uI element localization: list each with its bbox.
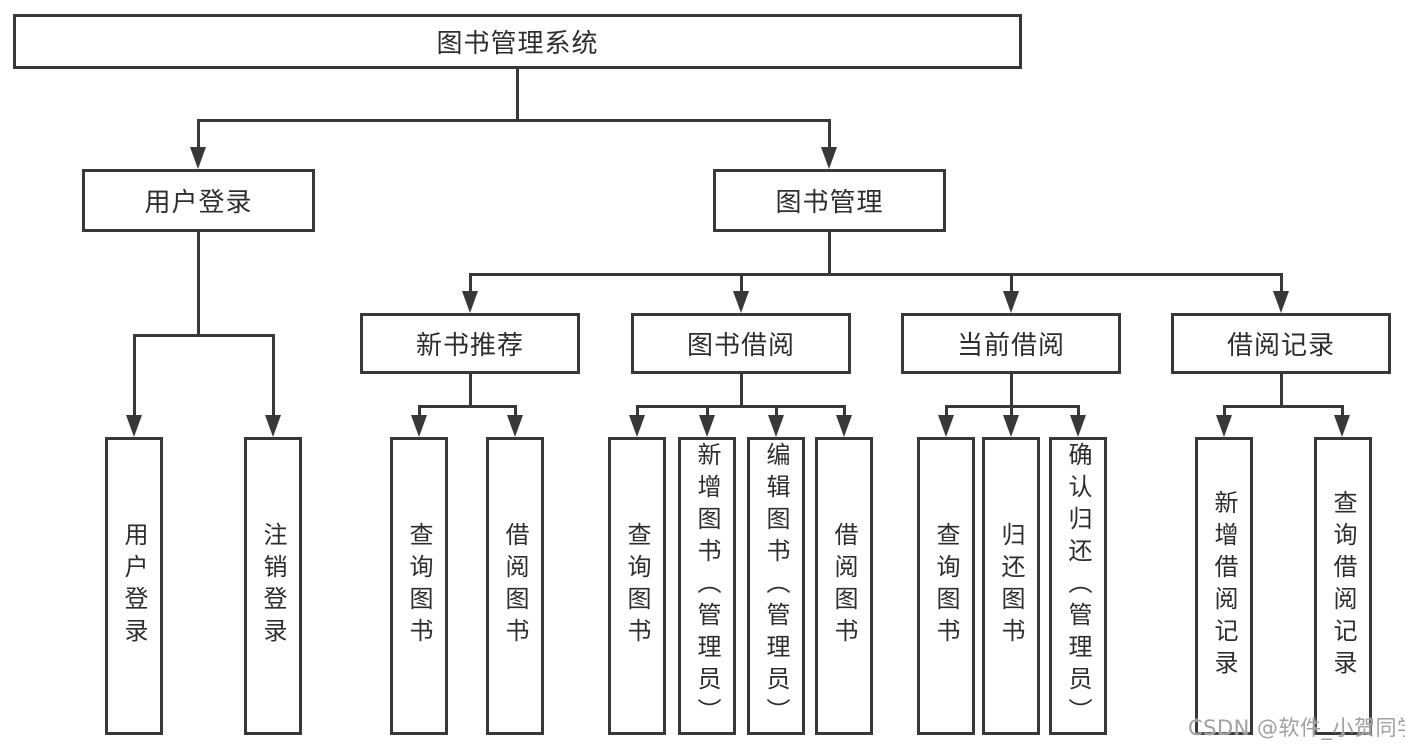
connector-vline: [196, 232, 200, 337]
leaf-query-books-1: 查询图书: [390, 437, 448, 735]
arrowhead-down-icon: [190, 147, 206, 169]
connector-vline: [515, 69, 519, 122]
node-label: 新增借阅记录: [1210, 490, 1238, 682]
arrow-stem: [1340, 405, 1344, 417]
arrowhead-down-icon: [1334, 415, 1350, 437]
leaf-borrow-books-2: 借阅图书: [815, 437, 873, 735]
arrowhead-down-icon: [1216, 415, 1232, 437]
arrow-stem: [635, 405, 639, 417]
node-label: 借阅图书: [830, 522, 858, 650]
connector-hline: [132, 334, 275, 337]
connector-vline: [739, 374, 743, 408]
node-label: 确认归还（管理员）: [1064, 442, 1092, 730]
arrowhead-down-icon: [629, 415, 645, 437]
arrow-stem: [774, 405, 778, 417]
node-label: 图书管理系统: [436, 29, 599, 59]
leaf-add-borrow-record: 新增借阅记录: [1195, 437, 1253, 735]
node-root-library-system: 图书管理系统: [13, 14, 1022, 69]
arrowhead-down-icon: [768, 415, 784, 437]
arrow-stem: [196, 119, 200, 149]
connector-hline: [417, 405, 517, 408]
leaf-logout: 注销登录: [244, 437, 302, 735]
arrowhead-down-icon: [1273, 291, 1289, 313]
arrowhead-down-icon: [938, 415, 954, 437]
node-label: 查询图书: [405, 522, 433, 650]
arrowhead-down-icon: [265, 415, 281, 437]
csdn-watermark: CSDN @软件_小贺同学: [1188, 716, 1405, 740]
node-label: 注销登录: [259, 522, 287, 650]
arrow-stem: [271, 334, 275, 417]
node-label: 归还图书: [997, 522, 1025, 650]
node-label: 当前借阅: [956, 331, 1065, 361]
connector-hline: [1222, 405, 1344, 408]
leaf-confirm-return-admin: 确认归还（管理员）: [1049, 437, 1107, 735]
arrowhead-down-icon: [1003, 291, 1019, 313]
connector-vline: [468, 374, 472, 408]
arrow-stem: [132, 334, 136, 417]
connector-vline: [1009, 374, 1013, 408]
arrow-stem: [739, 273, 743, 293]
leaf-user-login: 用户登录: [105, 437, 163, 735]
node-label: 借阅图书: [501, 522, 529, 650]
node-label: 查询图书: [932, 522, 960, 650]
node-label: 图书借阅: [686, 331, 795, 361]
arrowhead-down-icon: [507, 415, 523, 437]
leaf-edit-books-admin: 编辑图书（管理员）: [747, 437, 805, 735]
arrowhead-down-icon: [126, 415, 142, 437]
arrow-stem: [1009, 273, 1013, 293]
node-user-login: 用户登录: [82, 169, 315, 232]
arrow-stem: [468, 273, 472, 293]
node-book-borrow: 图书借阅: [631, 313, 851, 374]
node-label: 编辑图书（管理员）: [762, 442, 790, 730]
leaf-query-books-3: 查询图书: [917, 437, 975, 735]
arrowhead-down-icon: [1070, 415, 1086, 437]
arrowhead-down-icon: [836, 415, 852, 437]
arrow-stem: [842, 405, 846, 417]
node-label: 新增图书（管理员）: [693, 442, 721, 730]
node-current-borrow: 当前借阅: [901, 313, 1121, 374]
node-label: 图书管理: [775, 188, 884, 218]
arrow-stem: [705, 405, 709, 417]
leaf-borrow-books-1: 借阅图书: [486, 437, 544, 735]
node-new-book-recommend: 新书推荐: [360, 313, 580, 374]
node-label: 查询借阅记录: [1329, 490, 1357, 682]
leaf-add-books-admin: 新增图书（管理员）: [678, 437, 736, 735]
connector-vline: [1279, 374, 1283, 408]
arrowhead-down-icon: [1003, 415, 1019, 437]
arrow-stem: [1222, 405, 1226, 417]
connector-hline: [635, 405, 846, 408]
node-book-management: 图书管理: [713, 169, 946, 232]
arrow-stem: [513, 405, 517, 417]
node-label: 用户登录: [120, 522, 148, 650]
arrowhead-down-icon: [733, 291, 749, 313]
arrow-stem: [827, 119, 831, 149]
leaf-query-books-2: 查询图书: [608, 437, 666, 735]
node-label: 用户登录: [144, 188, 253, 218]
node-label: 借阅记录: [1226, 331, 1335, 361]
arrowhead-down-icon: [699, 415, 715, 437]
node-label: 查询图书: [623, 522, 651, 650]
leaf-return-books: 归还图书: [982, 437, 1040, 735]
arrowhead-down-icon: [411, 415, 427, 437]
arrow-stem: [1279, 273, 1283, 293]
arrow-stem: [944, 405, 948, 417]
arrow-stem: [1009, 405, 1013, 417]
arrowhead-down-icon: [462, 291, 478, 313]
arrowhead-down-icon: [821, 147, 837, 169]
connector-hline: [468, 273, 1283, 276]
connector-vline: [827, 232, 831, 276]
leaf-query-borrow-record: 查询借阅记录: [1314, 437, 1372, 735]
connector-hline: [196, 119, 831, 122]
arrow-stem: [417, 405, 421, 417]
node-borrow-record: 借阅记录: [1171, 313, 1391, 374]
node-label: 新书推荐: [415, 331, 524, 361]
arrow-stem: [1076, 405, 1080, 417]
